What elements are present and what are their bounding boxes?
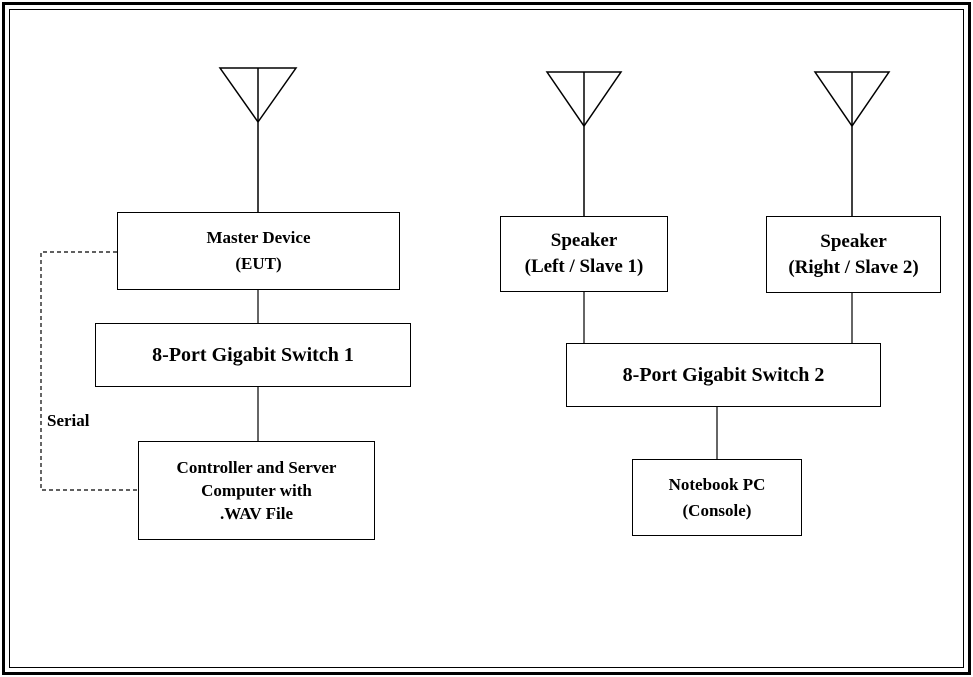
controller-server-box: Controller and Server Computer with .WAV… bbox=[138, 441, 375, 540]
antenna-icon-speaker-right bbox=[813, 71, 891, 216]
antenna-icon-speaker-left bbox=[545, 71, 623, 216]
notebook-pc-label: Notebook PC bbox=[668, 474, 766, 494]
serial-label: Serial bbox=[47, 411, 90, 430]
master-device-label: Master Device bbox=[206, 228, 311, 247]
master-device-sublabel: (EUT) bbox=[235, 254, 282, 273]
speaker-left-box: Speaker (Left / Slave 1) bbox=[500, 216, 668, 292]
switch-2-box: 8-Port Gigabit Switch 2 bbox=[566, 343, 881, 407]
speaker-right-label: Speaker bbox=[820, 230, 887, 252]
notebook-pc-box: Notebook PC (Console) bbox=[632, 459, 802, 536]
controller-label-line3: .WAV File bbox=[219, 504, 294, 523]
speaker-right-sublabel: (Right / Slave 2) bbox=[788, 256, 919, 278]
inner-frame bbox=[9, 9, 964, 668]
antenna-icon-master bbox=[218, 67, 298, 212]
switch-1-box: 8-Port Gigabit Switch 1 bbox=[95, 323, 411, 387]
notebook-pc-sublabel: (Console) bbox=[682, 500, 752, 520]
controller-label-line1: Controller and Server bbox=[176, 458, 337, 477]
master-device-box: Master Device (EUT) bbox=[117, 212, 400, 290]
speaker-right-box: Speaker (Right / Slave 2) bbox=[766, 216, 941, 293]
speaker-left-label: Speaker bbox=[550, 230, 618, 251]
controller-label-line2: Computer with bbox=[201, 481, 312, 500]
link-serial bbox=[40, 251, 138, 491]
speaker-left-sublabel: (Left / Slave 1) bbox=[524, 256, 644, 277]
switch-1-label: 8-Port Gigabit Switch 1 bbox=[152, 343, 354, 366]
switch-2-label: 8-Port Gigabit Switch 2 bbox=[622, 363, 825, 386]
